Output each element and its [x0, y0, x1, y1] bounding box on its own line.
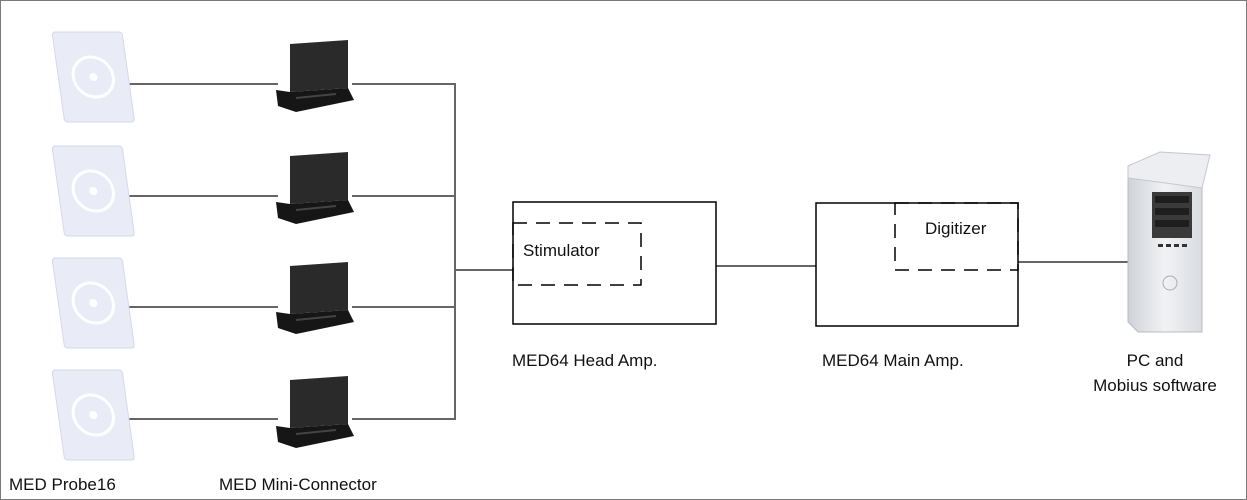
med-probe-icon: [51, 31, 135, 123]
med-probe-icon: [51, 145, 135, 237]
probe-label: MED Probe16: [9, 475, 116, 494]
pc-label-line1: PC and: [1126, 351, 1184, 370]
digitizer-dashed-box: [894, 202, 1019, 271]
med-probe-icon: [51, 369, 135, 461]
connector-label: MED Mini-Connector: [219, 475, 377, 494]
head-amp-label: MED64 Head Amp.: [512, 351, 658, 370]
mini-connector-icon: [276, 376, 354, 448]
pc-label-line2: Mobius software: [1093, 376, 1217, 395]
connection-lines: [122, 83, 1128, 420]
head-amp-box: [512, 201, 717, 325]
pc-tower-icon: [1127, 151, 1211, 333]
mini-connector-icon: [276, 262, 354, 334]
main-amp-label: MED64 Main Amp.: [822, 351, 964, 370]
mini-connector-icon: [276, 152, 354, 224]
main-amp-box: [815, 202, 1019, 327]
mini-connector-icon: [276, 40, 354, 112]
digitizer-label: Digitizer: [925, 219, 987, 238]
med-probe-icon: [51, 257, 135, 349]
stimulator-label: Stimulator: [523, 241, 600, 260]
stimulator-dashed-box: [512, 222, 642, 286]
